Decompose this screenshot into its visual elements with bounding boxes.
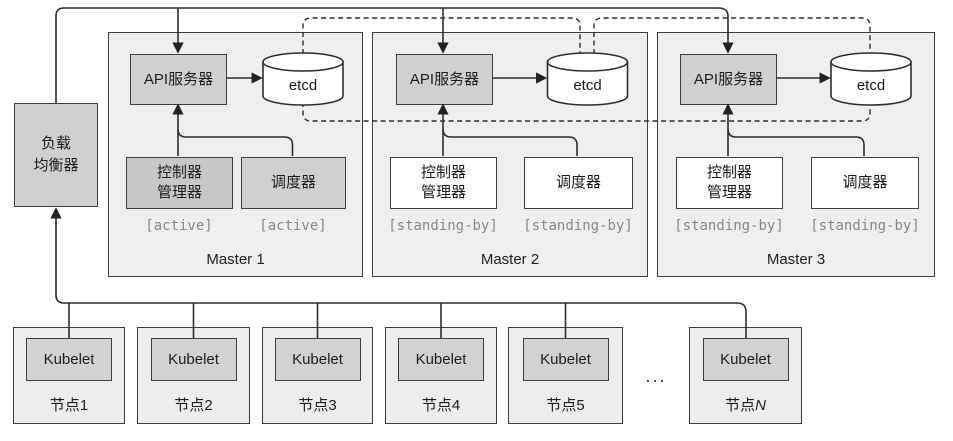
node-3-box: Kubelet 节点3 xyxy=(262,327,373,424)
scheduler-label: 调度器 xyxy=(842,174,888,191)
node-n-box: Kubelet 节点N xyxy=(689,327,802,424)
scheduler-box-master1: 调度器 xyxy=(241,157,346,209)
scheduler-status-master1: [active] xyxy=(259,218,327,234)
node-5-label: 节点5 xyxy=(546,397,585,414)
kubelet-box: Kubelet xyxy=(26,338,112,381)
scheduler-label: 调度器 xyxy=(270,174,316,191)
master-2-panel: API服务器 控制器 管理器 调度器 [standing-by] [standi… xyxy=(372,32,648,277)
load-balancer-box: 负载 均衡器 xyxy=(14,103,98,207)
master-3-panel: API服务器 控制器 管理器 调度器 [standing-by] [standi… xyxy=(657,32,935,277)
scheduler-status-master3: [standing-by] xyxy=(810,218,920,234)
kubelet-box: Kubelet xyxy=(274,338,361,381)
controller-manager-box-master1: 控制器 管理器 xyxy=(126,157,233,209)
controller-manager-label-line1: 控制器 xyxy=(706,164,752,181)
api-server-label: API服务器 xyxy=(409,70,480,88)
load-balancer-label-line2: 均衡器 xyxy=(33,157,79,174)
controller-manager-box-master2: 控制器 管理器 xyxy=(390,157,497,209)
kubelet-box: Kubelet xyxy=(398,338,484,381)
controller-manager-box-master3: 控制器 管理器 xyxy=(676,157,783,209)
controller-manager-label-line2: 管理器 xyxy=(706,184,752,201)
kubelet-box: Kubelet xyxy=(702,338,789,381)
kubelet-box: Kubelet xyxy=(150,338,237,381)
api-server-box-master3: API服务器 xyxy=(680,54,777,105)
controller-manager-status-master1: [active] xyxy=(145,218,213,234)
scheduler-status-master2: [standing-by] xyxy=(523,218,633,234)
controller-manager-label-line1: 控制器 xyxy=(156,164,202,181)
node-2-label: 节点2 xyxy=(174,397,213,414)
master-2-label: Master 2 xyxy=(480,251,540,268)
node-4-label: 节点4 xyxy=(421,397,461,414)
controller-manager-label-line2: 管理器 xyxy=(420,184,466,201)
node-3-label: 节点3 xyxy=(298,397,337,414)
node-2-box: Kubelet 节点2 xyxy=(137,327,250,424)
kubelet-box: Kubelet xyxy=(522,338,609,381)
scheduler-label: 调度器 xyxy=(555,174,601,191)
scheduler-box-master3: 调度器 xyxy=(811,157,919,209)
master-1-label: Master 1 xyxy=(206,251,265,268)
node-1-box: Kubelet 节点1 xyxy=(13,327,125,424)
api-server-label: API服务器 xyxy=(693,70,764,88)
controller-manager-label-line2: 管理器 xyxy=(156,184,202,201)
load-balancer-label-line1: 负载 xyxy=(40,135,71,152)
node-1-label: 节点1 xyxy=(49,397,89,414)
controller-manager-status-master2: [standing-by] xyxy=(388,218,498,234)
node-5-box: Kubelet 节点5 xyxy=(508,327,623,424)
more-nodes-ellipsis: ... xyxy=(645,366,667,386)
controller-manager-status-master3: [standing-by] xyxy=(674,218,784,234)
master-3-label: Master 3 xyxy=(766,251,826,268)
api-server-box-master2: API服务器 xyxy=(396,54,493,105)
master-1-panel: API服务器 控制器 管理器 调度器 [active] [active] Mas… xyxy=(108,32,363,277)
node-n-label: 节点N xyxy=(725,397,766,414)
node-4-box: Kubelet 节点4 xyxy=(385,327,497,424)
controller-manager-label-line1: 控制器 xyxy=(420,164,466,181)
api-server-label: API服务器 xyxy=(143,70,214,88)
api-server-box-master1: API服务器 xyxy=(130,54,227,105)
scheduler-box-master2: 调度器 xyxy=(524,157,633,209)
